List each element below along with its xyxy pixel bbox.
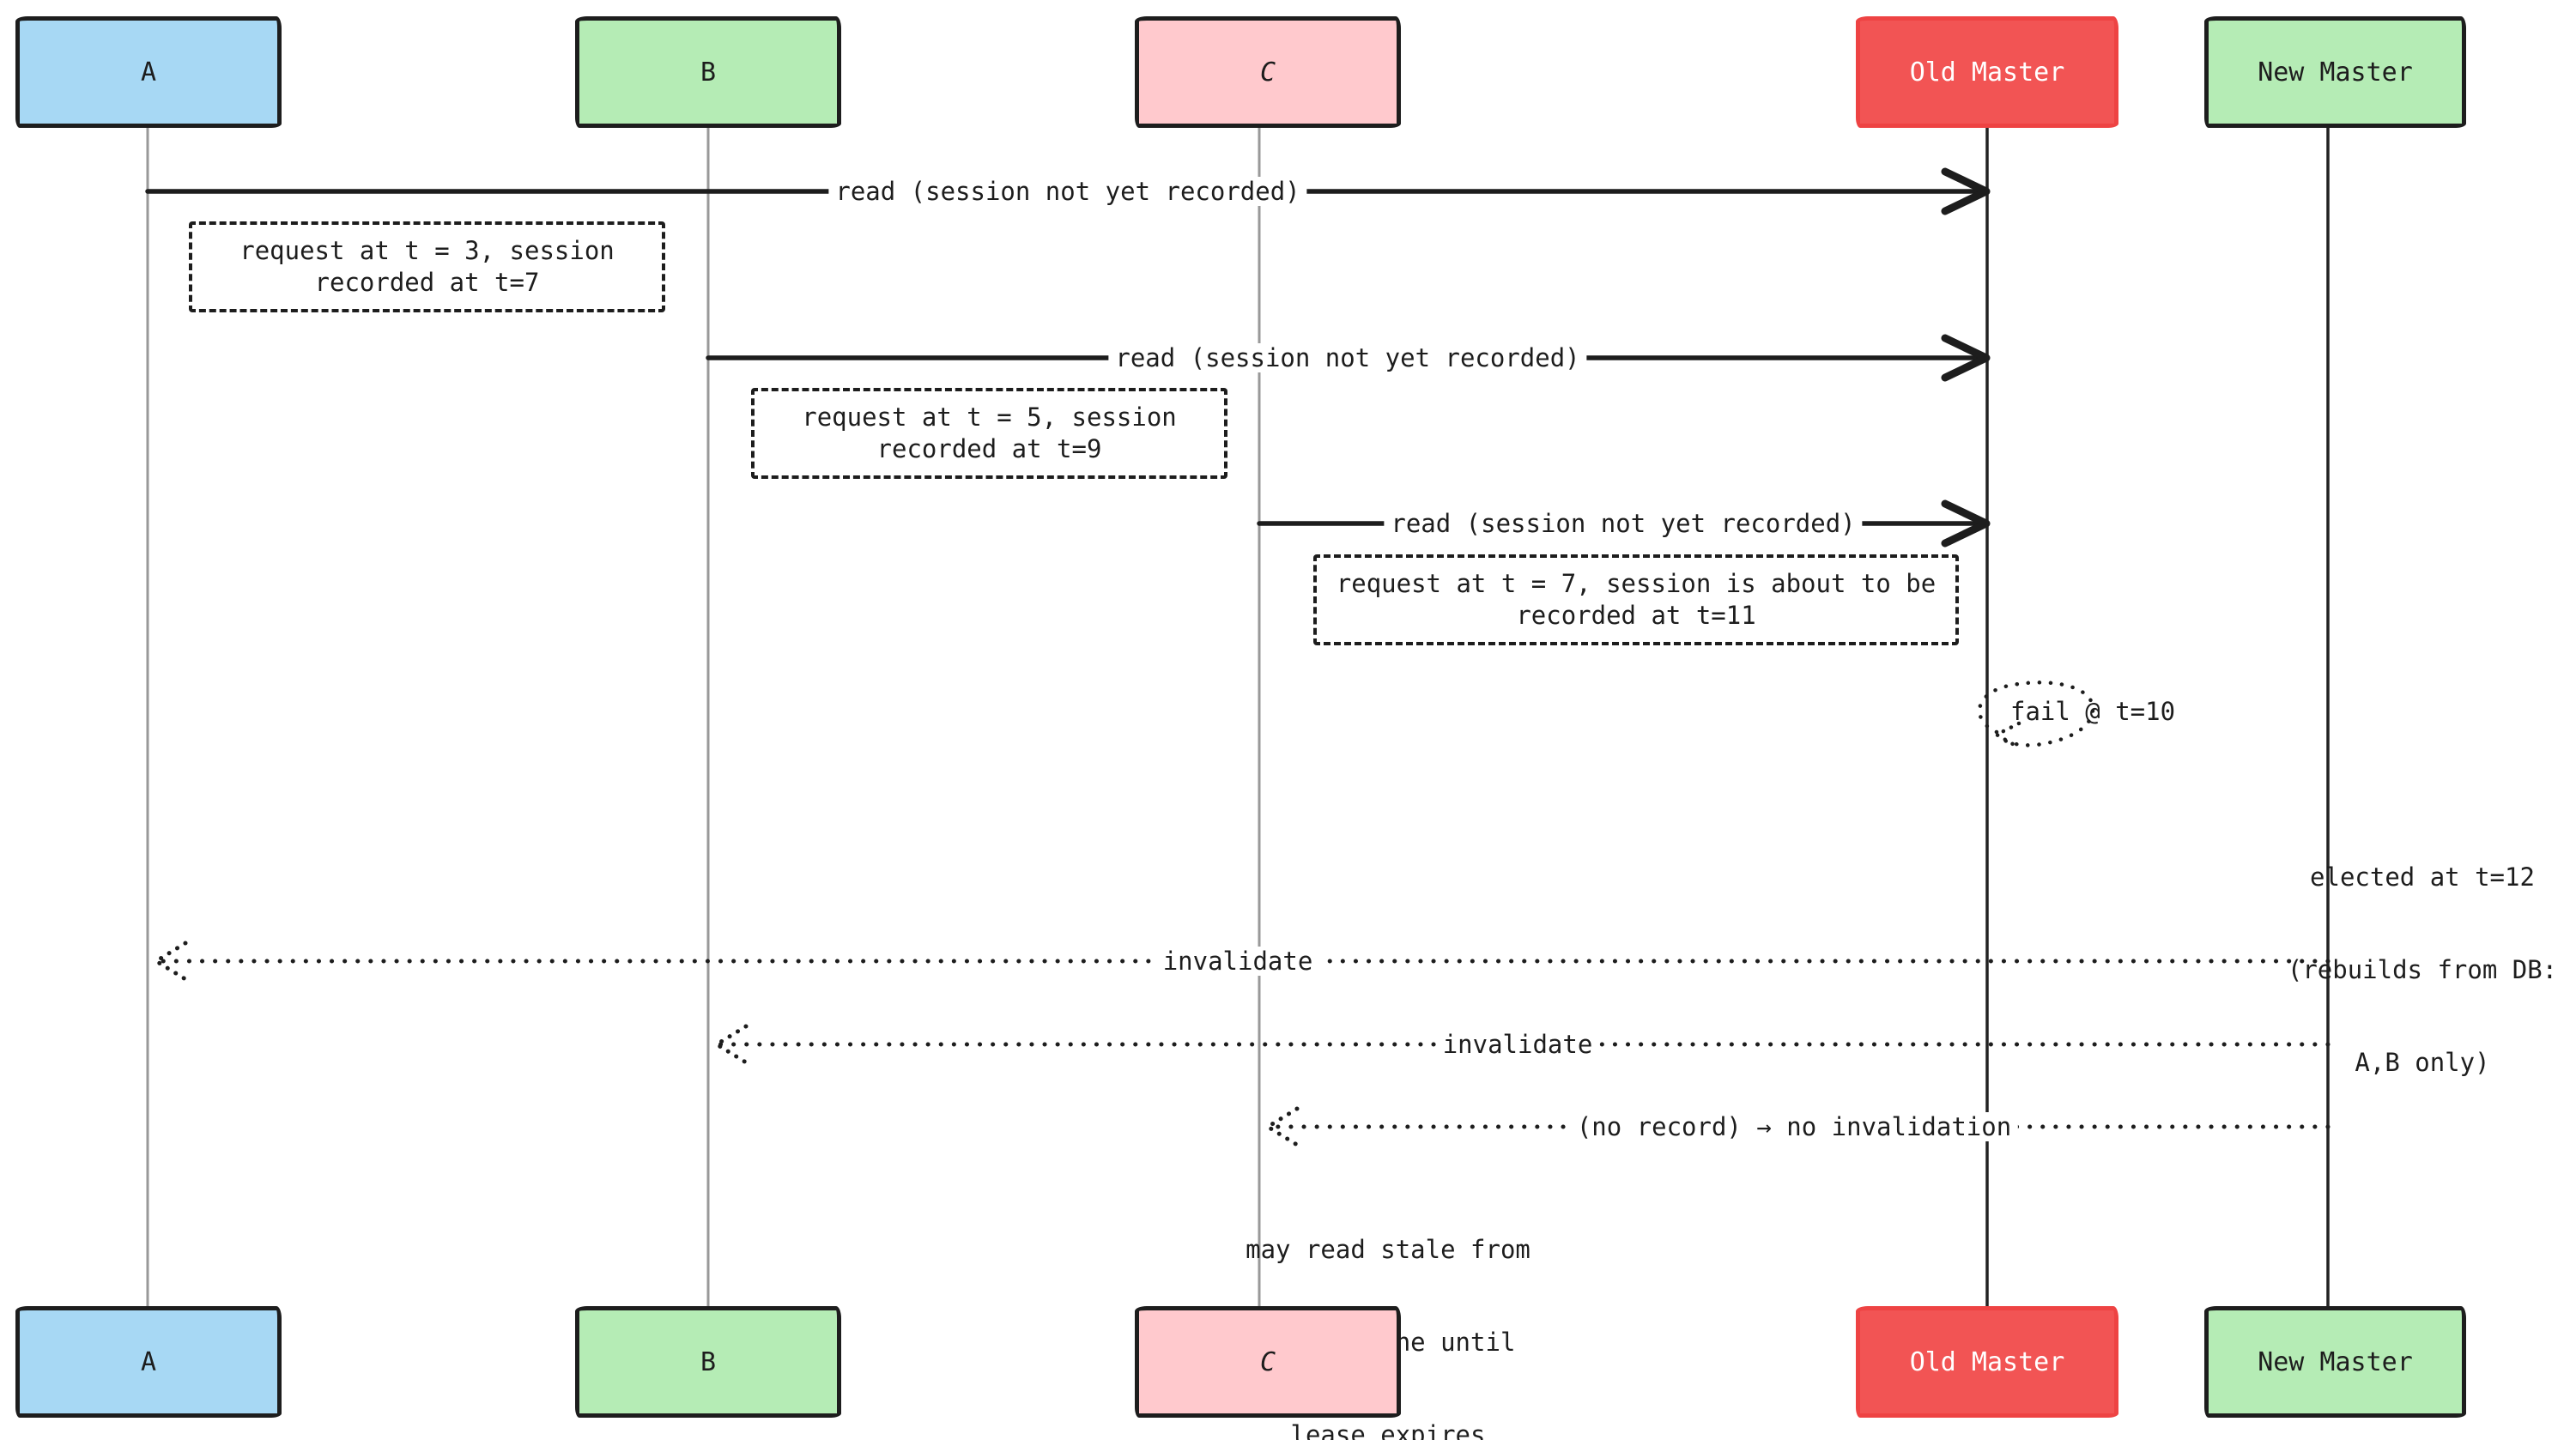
actor-box-c-top: C bbox=[1135, 16, 1401, 128]
note-line: recorded at t=9 bbox=[876, 434, 1102, 463]
actor-box-b-top: B bbox=[575, 16, 841, 128]
elected-line: A,B only) bbox=[2355, 1048, 2490, 1077]
actor-label-old-master: Old Master bbox=[1909, 1346, 2065, 1377]
note-line: request at t = 5, session bbox=[802, 402, 1177, 432]
note-line: request at t = 3, session bbox=[239, 236, 615, 265]
message-label-read-c: read (session not yet recorded) bbox=[1384, 509, 1863, 538]
actor-label-new-master: New Master bbox=[2258, 1346, 2413, 1377]
note-request-t5: request at t = 5, session recorded at t=… bbox=[751, 388, 1227, 479]
actor-box-b-bottom: B bbox=[575, 1306, 841, 1418]
elected-line: (rebuilds from DB: bbox=[2287, 955, 2558, 984]
actor-box-new-master-bottom: New Master bbox=[2204, 1306, 2466, 1418]
stale-line: lease expires bbox=[1290, 1420, 1486, 1440]
message-label-read-b: read (session not yet recorded) bbox=[1108, 343, 1587, 372]
message-label-read-a: read (session not yet recorded) bbox=[828, 177, 1307, 206]
fail-self-loop bbox=[1977, 681, 2095, 749]
actor-box-new-master-top: New Master bbox=[2204, 16, 2466, 128]
actor-box-c-bottom: C bbox=[1135, 1306, 1401, 1418]
stale-line: may read stale from bbox=[1246, 1235, 1530, 1264]
fail-label: fail @ t=10 bbox=[2010, 697, 2176, 726]
actor-box-old-master-bottom: Old Master bbox=[1856, 1306, 2118, 1418]
actor-label-a: A bbox=[140, 1346, 157, 1377]
note-line: recorded at t=7 bbox=[314, 268, 540, 297]
actor-box-a-top: A bbox=[15, 16, 282, 128]
actor-label-b: B bbox=[700, 57, 717, 88]
actor-label-b: B bbox=[700, 1346, 717, 1377]
elected-line: elected at t=12 bbox=[2310, 862, 2535, 892]
actor-label-old-master: Old Master bbox=[1909, 57, 2065, 88]
note-line: request at t = 7, session is about to be bbox=[1336, 569, 1937, 598]
actor-box-a-bottom: A bbox=[15, 1306, 282, 1418]
invalidate-arrow-to-a bbox=[154, 941, 2331, 982]
message-label-no-invalidation-c: (no record) → no invalidation bbox=[1569, 1112, 2019, 1141]
actor-label-c: C bbox=[1259, 57, 1276, 88]
message-label-invalidate-a: invalidate bbox=[1155, 947, 1320, 976]
note-request-t7: request at t = 7, session is about to be… bbox=[1313, 554, 1959, 645]
note-request-t3: request at t = 3, session recorded at t=… bbox=[189, 221, 665, 312]
message-label-invalidate-b: invalidate bbox=[1435, 1030, 1600, 1059]
elected-annotation: elected at t=12 (rebuilds from DB: A,B o… bbox=[2288, 800, 2557, 1140]
actor-label-new-master: New Master bbox=[2258, 57, 2413, 88]
actor-label-c: C bbox=[1259, 1346, 1276, 1377]
actor-label-a: A bbox=[140, 57, 157, 88]
note-line: recorded at t=11 bbox=[1516, 601, 1756, 630]
actor-box-old-master-top: Old Master bbox=[1856, 16, 2118, 128]
